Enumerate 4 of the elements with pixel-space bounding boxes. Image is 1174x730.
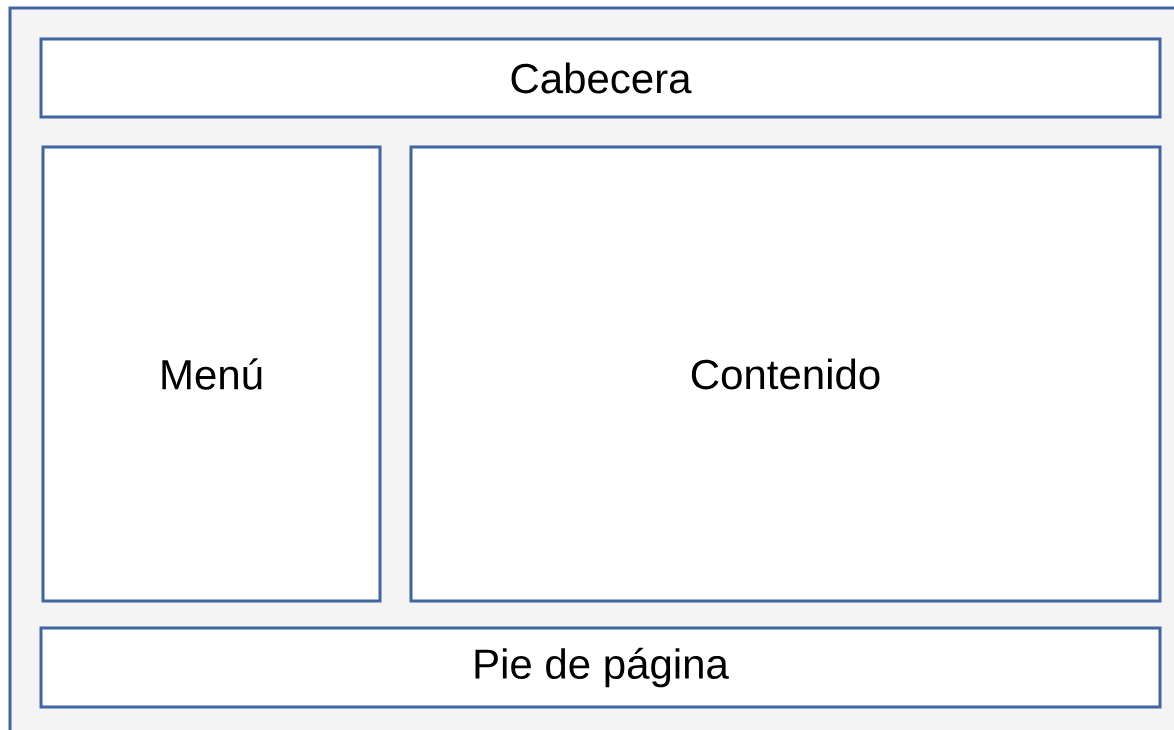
layout-box: Pie de página (39, 626, 1162, 709)
layout-box: Cabecera (39, 37, 1162, 119)
layout-box: Menú (41, 145, 382, 603)
layout-box: Contenido (409, 145, 1162, 603)
